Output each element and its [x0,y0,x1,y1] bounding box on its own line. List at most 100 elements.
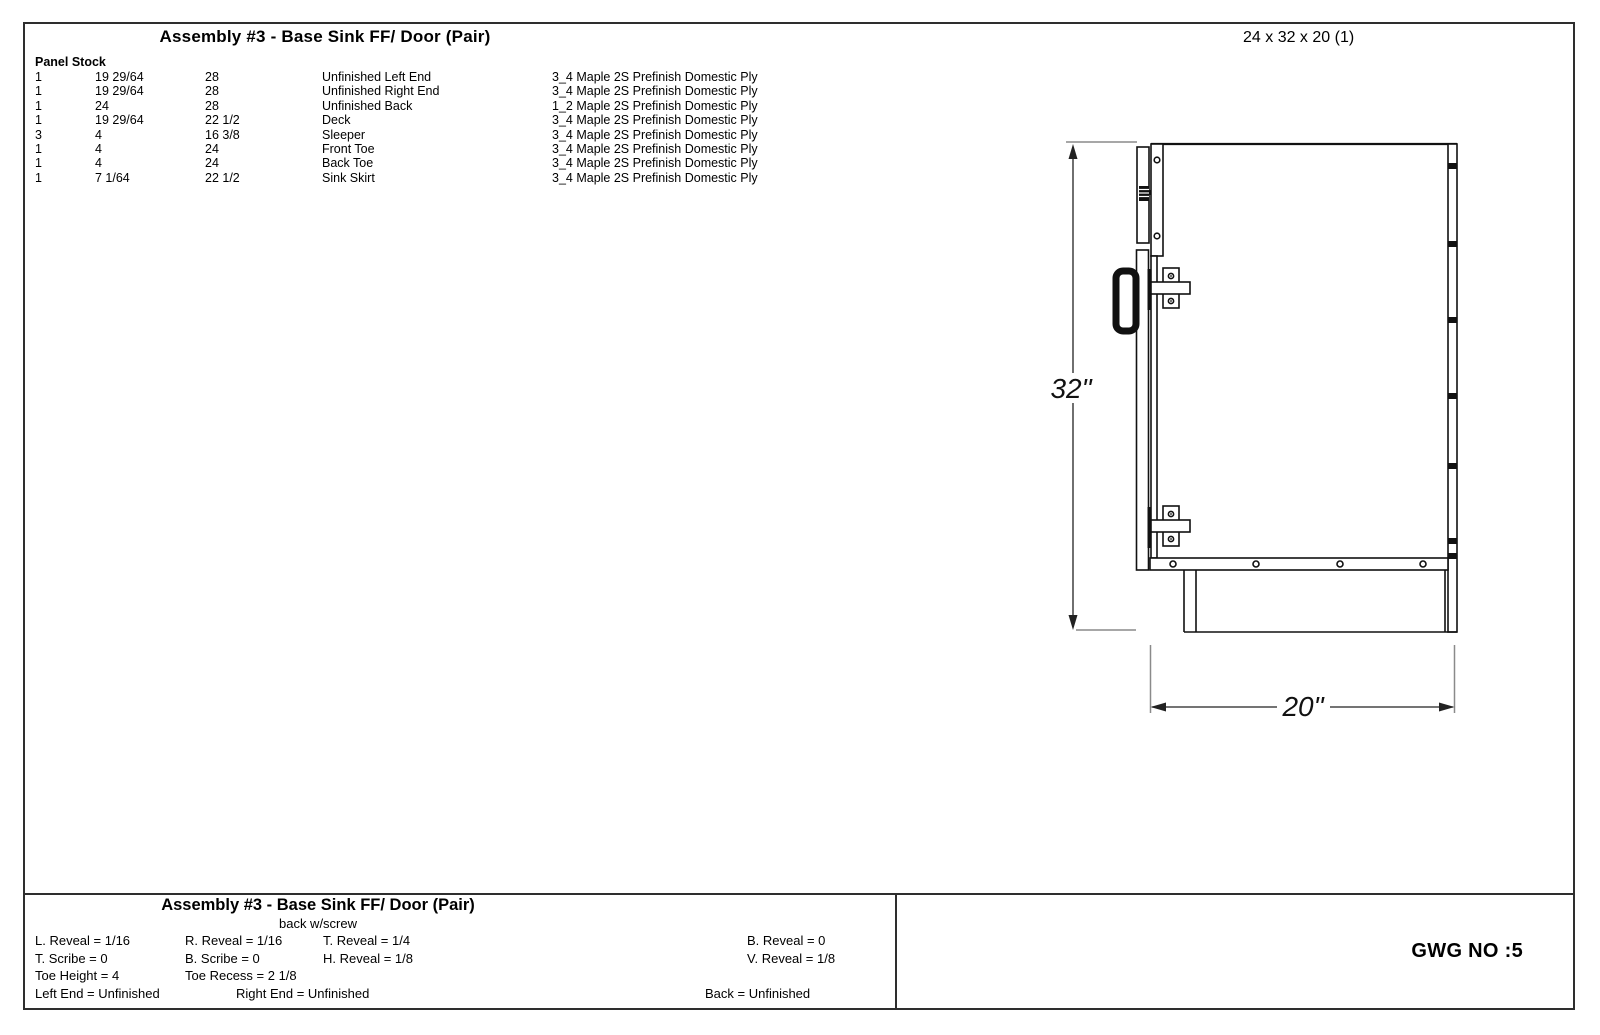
screw-icon [1448,538,1457,544]
deck-panel [1149,557,1449,571]
arrow-right-icon [1439,702,1455,712]
cell-width: 4 [95,141,102,156]
screw-icon [1448,241,1457,247]
dimension-20: 20" [1149,645,1456,722]
screw-icon [1448,163,1457,169]
spec-t-scribe: T. Scribe = 0 [35,951,108,966]
height-dimension-label: 32" [1050,373,1092,404]
cell-part: Unfinished Right End [322,84,440,99]
screw-hole-icon [1419,560,1427,568]
table-row: 1 4 24 Back Toe 3_4 Maple 2S Prefinish D… [35,156,795,170]
spec-b-reveal: B. Reveal = 0 [747,933,826,948]
cell-material: 3_4 Maple 2S Prefinish Domestic Ply [552,141,758,156]
cell-length: 22 1/2 [205,170,240,185]
spec-r-reveal: R. Reveal = 1/16 [185,933,283,948]
arrow-down-icon [1068,615,1078,630]
cell-qty: 1 [35,170,42,185]
cell-length: 16 3/8 [205,127,240,142]
cell-length: 28 [205,98,219,113]
door-handle [1112,267,1140,335]
footer-title: Assembly #3 - Base Sink FF/ Door (Pair) [161,896,475,914]
cell-qty: 1 [35,84,42,99]
cell-part: Unfinished Back [322,98,413,113]
cell-qty: 1 [35,141,42,156]
cell-length: 28 [205,70,219,84]
dimension-32: 32" [1050,141,1137,631]
spec-toe-height: Toe Height = 4 [35,968,120,983]
table-row: 1 7 1/64 22 1/2 Sink Skirt 3_4 Maple 2S … [35,171,795,185]
cell-width: 19 29/64 [95,113,144,128]
cell-width: 4 [95,127,102,142]
table-row: 1 4 24 Front Toe 3_4 Maple 2S Prefinish … [35,142,795,156]
cell-qty: 1 [35,70,42,84]
door-panel [1135,249,1150,571]
cell-material: 1_2 Maple 2S Prefinish Domestic Ply [552,98,758,113]
spec-l-reveal: L. Reveal = 1/16 [35,933,131,948]
spec-h-reveal: H. Reveal = 1/8 [323,951,413,966]
table-row: 1 19 29/64 22 1/2 Deck 3_4 Maple 2S Pref… [35,113,795,127]
screw-icon [1448,317,1457,323]
cell-qty: 1 [35,98,42,113]
cell-width: 19 29/64 [95,84,144,99]
cell-width: 7 1/64 [95,170,130,185]
spec-v-reveal: V. Reveal = 1/8 [747,951,836,966]
cell-width: 4 [95,156,102,171]
hinge-bottom [1147,505,1191,548]
gwg-number: GWG NO :5 [1411,940,1523,962]
cell-length: 22 1/2 [205,113,240,128]
cell-material: 3_4 Maple 2S Prefinish Domestic Ply [552,84,758,99]
width-dimension-label: 20" [1281,691,1324,722]
cell-width: 19 29/64 [95,70,144,84]
toe-kick [1183,570,1457,633]
footer-top-border [23,893,1575,895]
cell-material: 3_4 Maple 2S Prefinish Domestic Ply [552,70,758,84]
spec-back: Back = Unfinished [705,986,811,1001]
panel-stock-table: 1 19 29/64 28 Unfinished Left End 3_4 Ma… [35,70,795,185]
cell-material: 3_4 Maple 2S Prefinish Domestic Ply [552,113,758,128]
cell-material: 3_4 Maple 2S Prefinish Domestic Ply [552,156,758,171]
cell-part: Unfinished Left End [322,70,432,84]
cell-qty: 3 [35,127,42,142]
screw-icon [1448,553,1457,559]
cell-qty: 1 [35,113,42,128]
page-title: Assembly #3 - Base Sink FF/ Door (Pair) [159,27,491,46]
face-frame-stile [1150,143,1164,559]
footer-subtitle: back w/screw [278,916,358,931]
hinge-top [1147,267,1191,310]
cell-part: Back Toe [322,156,374,171]
hinge-arm [1150,519,1191,533]
cell-width: 24 [95,98,109,113]
screw-hole-icon [1336,560,1344,568]
cell-length: 24 [205,156,219,171]
cabinet-side-view [1112,142,1458,633]
cell-part: Front Toe [322,141,375,156]
end-panel-front-edge [1150,255,1158,559]
screw-hole-icon [1169,560,1177,568]
back-panel [1447,143,1458,633]
cell-length: 28 [205,84,219,99]
cell-material: 3_4 Maple 2S Prefinish Domestic Ply [552,127,758,142]
table-row: 1 24 28 Unfinished Back 1_2 Maple 2S Pre… [35,99,795,113]
footer-divider [895,893,897,1010]
page-border [23,22,1575,1010]
cell-length: 24 [205,141,219,156]
spec-left-end: Left End = Unfinished [35,986,160,1001]
table-row: 1 19 29/64 28 Unfinished Left End 3_4 Ma… [35,70,795,84]
spec-b-scribe: B. Scribe = 0 [185,951,260,966]
arrow-up-icon [1068,144,1078,159]
screw-hole-icon [1153,156,1161,164]
sink-skirt-panel [1136,146,1162,244]
table-row: 1 19 29/64 28 Unfinished Right End 3_4 M… [35,84,795,98]
spec-t-reveal: T. Reveal = 1/4 [323,933,411,948]
cabinet-size-label: 24 x 32 x 20 (1) [1243,29,1355,46]
cell-part: Sleeper [322,127,366,142]
hinge-arm [1150,281,1191,295]
cell-qty: 1 [35,156,42,171]
cell-part: Sink Skirt [322,170,375,185]
cell-material: 3_4 Maple 2S Prefinish Domestic Ply [552,170,758,185]
spec-toe-recess: Toe Recess = 2 1/8 [185,968,297,983]
screw-icon [1448,393,1457,399]
screw-icon [1448,463,1457,469]
